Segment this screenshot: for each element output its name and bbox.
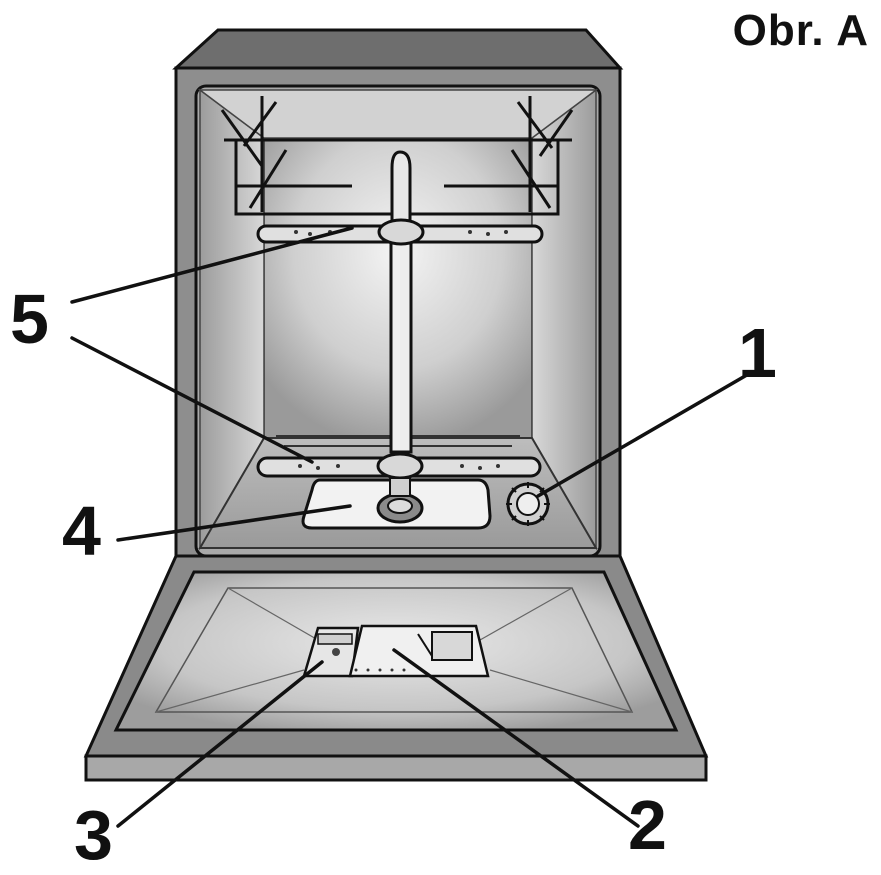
leader-line-1 [536,370,754,498]
leader-line-4 [116,504,352,542]
leader-line-3 [116,660,324,828]
callout-3-rinse-aid-dispenser: 3 [74,796,113,874]
upper-spray-arm [256,218,544,246]
tub-ceiling [197,89,599,139]
leader-line-5b [70,336,314,464]
cabinet-top [172,28,624,70]
lower-spray-arm [256,452,542,480]
callout-5-spray-arms: 5 [10,280,49,358]
leader-lines [70,226,754,828]
leader-line-2 [392,648,640,828]
figure-title: Obr. A [732,6,869,55]
filter [301,477,492,530]
callout-1-salt-container-cap: 1 [738,314,777,392]
salt-container-cap [506,482,550,526]
water-pipe [389,150,413,454]
callout-2-detergent-dispenser: 2 [628,786,667,864]
detergent-dispenser [348,624,490,678]
leader-line-5a [70,226,354,304]
callout-4-filter: 4 [62,492,101,570]
